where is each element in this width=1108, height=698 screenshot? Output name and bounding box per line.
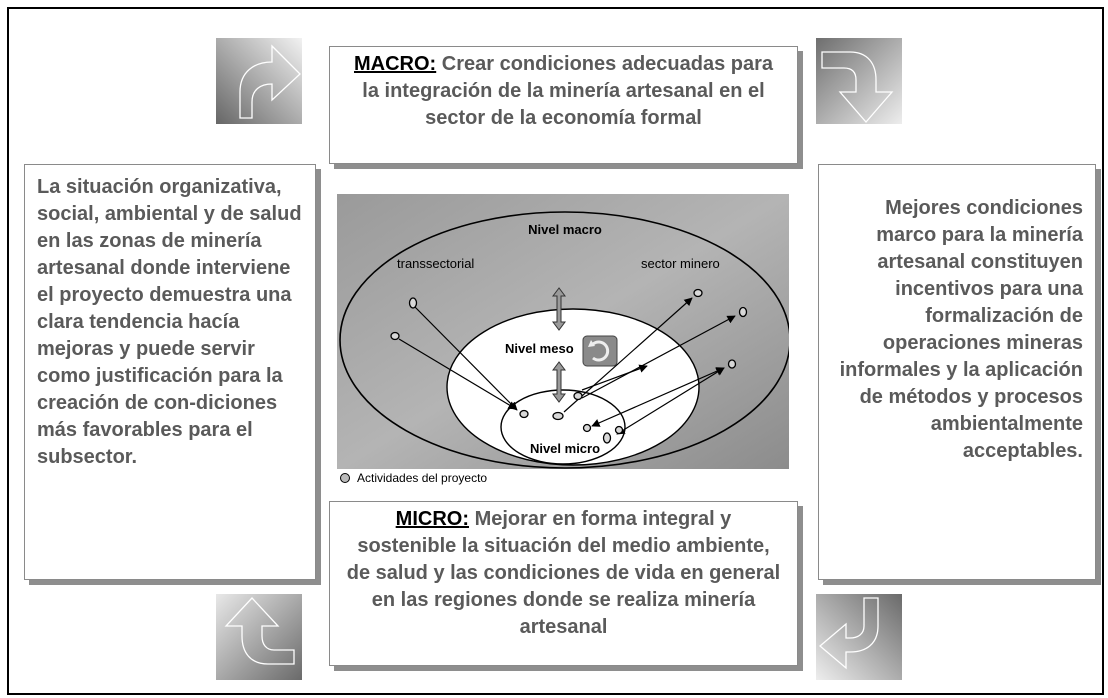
levels-diagram: Nivel macro transsectorial sector minero… [337,194,789,469]
level-arrow-macro-meso [552,287,566,331]
macro-ellipse [339,211,789,469]
activity-point-icon [340,473,350,483]
arrow-curve-up-icon [216,594,302,680]
arrow-curve-down-left-icon [816,594,902,680]
label-nivel-micro: Nivel micro [530,441,600,456]
activity-arrows [398,297,736,435]
right-box: Mejores condiciones marco para la minerí… [818,164,1096,580]
micro-keyword: MICRO: [395,508,469,530]
label-transsectorial: transsectorial [397,256,474,271]
micro-text: Mejorar en forma integral y sostenible l… [346,508,781,638]
cycle-icon [582,335,618,367]
micro-box: MICRO: Mejorar en forma integral y soste… [329,501,798,666]
label-nivel-macro: Nivel macro [528,222,602,237]
arrow-curve-up-right-icon [216,38,302,124]
label-sector-minero: sector minero [641,256,720,271]
activity-points [390,288,748,444]
left-box-text: La situación organizativa, social, ambie… [37,176,302,468]
legend-label: Actividades del proyecto [357,471,488,485]
macro-box: MACRO: Crear condiciones adecuadas para … [329,46,798,164]
left-box: La situación organizativa, social, ambie… [24,164,316,580]
diagram-legend: Actividades del proyecto [340,470,487,486]
macro-keyword: MACRO: [353,53,437,75]
outer-frame [7,7,1104,695]
macro-text: Crear condiciones adecuadas para la inte… [362,53,774,129]
arrow-curve-down-icon [816,38,902,124]
level-arrow-meso-micro [552,361,566,403]
label-nivel-meso: Nivel meso [505,341,574,356]
right-box-text: Mejores condiciones marco para la minerí… [839,197,1083,462]
